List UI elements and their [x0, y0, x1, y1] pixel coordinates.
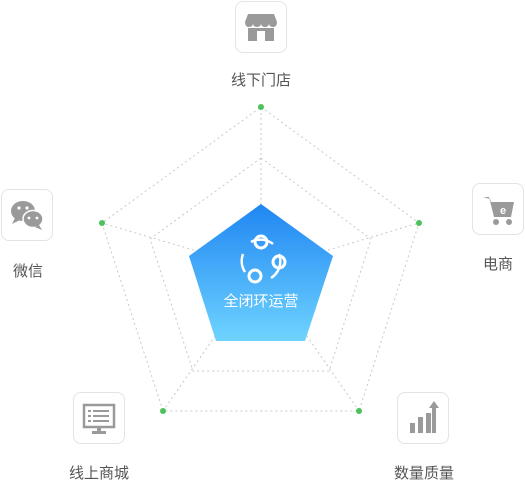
vertex-dot [416, 220, 422, 226]
share-cycle-icon [240, 234, 287, 284]
ecommerce-label: 电商 [482, 255, 513, 273]
vertex-dot [356, 408, 362, 414]
vertex-dot [99, 220, 105, 226]
radar-grid-outer [101, 106, 420, 412]
wechat-node[interactable] [1, 189, 53, 241]
vertex-dot [160, 408, 166, 414]
store-label: 线下门店 [230, 71, 291, 89]
online-node[interactable] [73, 392, 125, 444]
center-label: 全闭环运营 [223, 292, 299, 310]
wechat-icon [11, 201, 44, 230]
ecommerce-node[interactable]: e [472, 183, 524, 235]
online-label: 线上商城 [68, 464, 129, 482]
radar-spokes [101, 107, 420, 412]
store-icon [245, 14, 277, 41]
svg-text:e: e [500, 205, 506, 217]
data-node[interactable] [397, 392, 449, 444]
vertex-dot [258, 104, 264, 110]
bar-chart-icon [410, 401, 439, 433]
data-label: 数量质量 [393, 464, 454, 482]
store-node[interactable] [235, 1, 287, 53]
shopping-cart-icon: e [483, 197, 514, 225]
monitor-icon [82, 403, 116, 434]
wechat-label: 微信 [12, 262, 43, 280]
